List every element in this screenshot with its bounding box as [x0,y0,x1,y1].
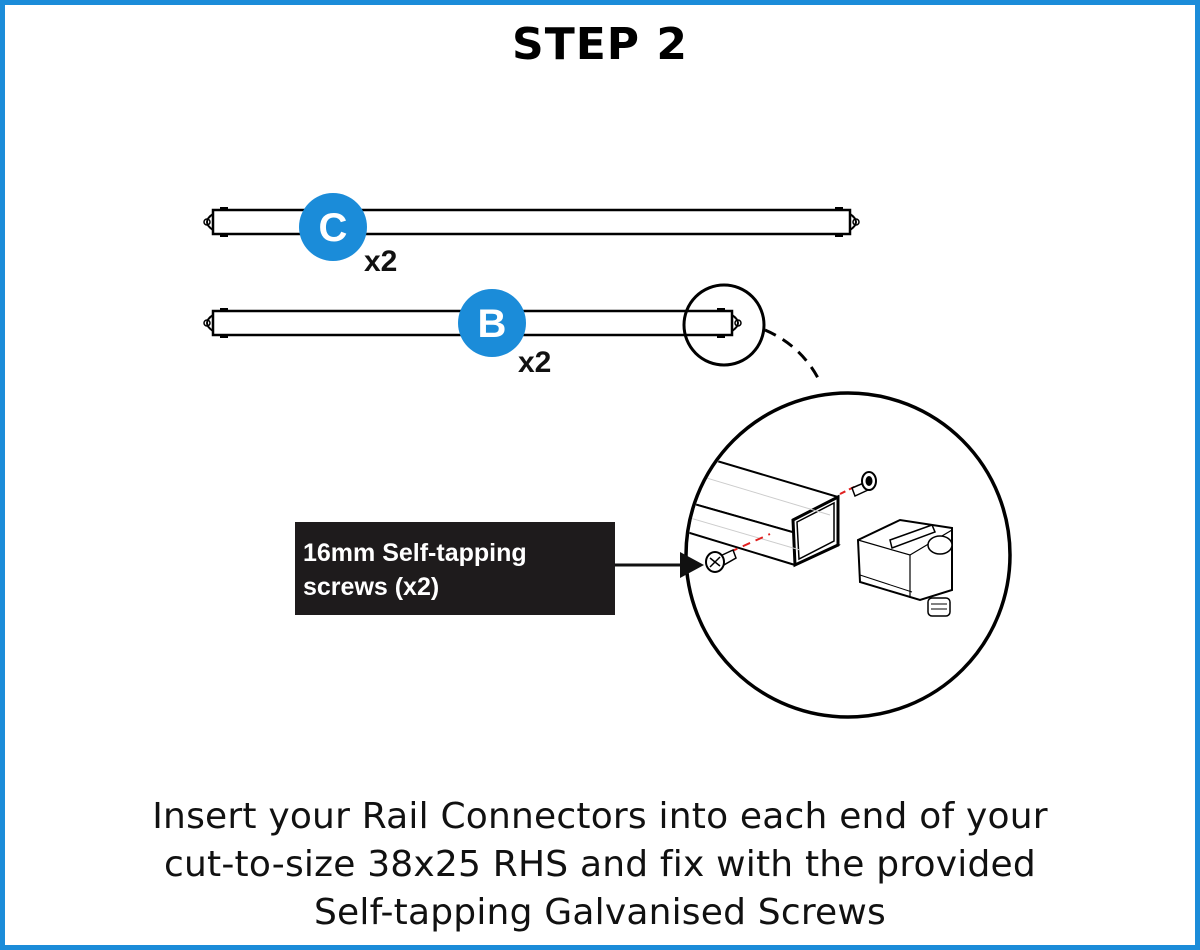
guide-line-bottom [729,533,771,553]
callout-arrow [610,552,704,578]
screw-callout-label: 16mm Self-tapping screws (x2) [295,522,615,615]
step-title: STEP 2 [512,19,688,70]
badge-c-label: C [319,206,348,250]
detail-connector-dashed [764,328,820,379]
part-badge-b: B [458,289,526,357]
instruction-line-3: Self-tapping Galvanised Screws [313,892,887,933]
instruction-text: Insert your Rail Connectors into each en… [45,793,1155,937]
guide-line-top [839,484,859,495]
callout-line-1: 16mm Self-tapping [303,539,527,567]
screw-top [851,471,877,498]
screw-bottom [705,548,737,573]
part-badge-c: C [299,193,367,261]
quantity-c: x2 [364,245,397,278]
quantity-b: x2 [518,346,551,379]
assembly-diagram: C x2 B x2 [203,193,1012,719]
instruction-line-1: Insert your Rail Connectors into each en… [152,796,1048,837]
badge-b-label: B [478,302,507,346]
rhs-tube [688,448,841,568]
rail-connector [856,518,953,617]
detail-view [684,391,1012,719]
instruction-line-2: cut-to-size 38x25 RHS and fix with the p… [164,844,1036,885]
callout-line-2: screws (x2) [303,573,440,601]
detail-focus-circle [682,283,766,367]
